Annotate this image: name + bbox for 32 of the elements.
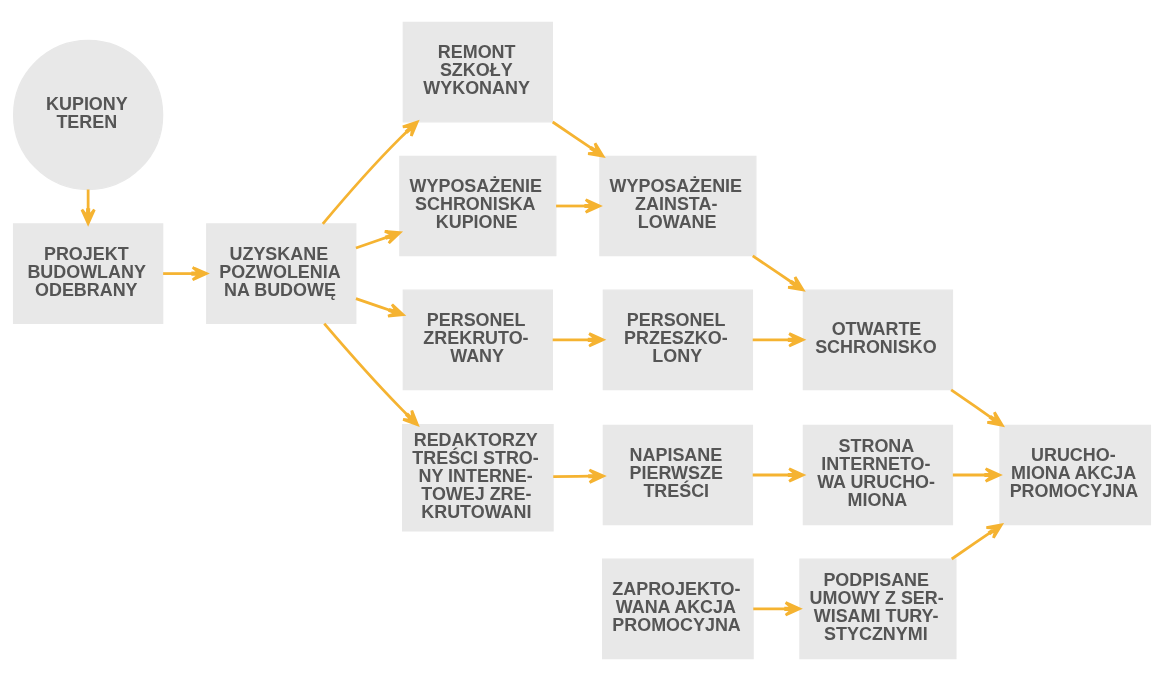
arrow [751,254,805,291]
node-box: NAPISANE PIERWSZE TREŚCI [602,424,754,525]
node-box: UZYSKANE POZWOLENIA NA BUDOWĘ [206,222,357,324]
node-box: REMONT SZKOŁY WYKONANY [402,21,554,123]
node-box: STRONA INTERNETO- WA URUCHO- MIONA [802,424,954,525]
node-box: WYPOSAŻENIE SCHRONISKA KUPIONE [399,155,557,256]
arrow [556,197,601,214]
arrow [163,265,208,281]
node-box: URUCHO- MIONA AKCJA PROMOCYJNA [999,424,1152,525]
arrow [553,468,605,484]
node-box: PODPISANE UMOWY Z SER- WISAMI TURY- STYCZNYMI [799,557,957,659]
arrow [321,120,419,225]
arrow [552,331,605,347]
node-box: ZAPROJEKTO- WANA AKCJA PROMOCYJNA [602,557,754,659]
node-box: PERSONEL ZREKRUTO- WANY [402,288,554,390]
arrow [950,523,1003,560]
node-box: WYPOSAŻENIE ZAINSTA- LOWANE [599,155,757,256]
arrow [752,331,805,347]
node-box: OTWARTE SCHRONISKO [802,288,954,390]
arrow [952,466,1001,483]
arrow [752,466,805,483]
arrow [355,229,402,249]
arrow [950,388,1004,427]
arrow [753,600,801,616]
arrow [323,322,419,426]
arrow [551,120,605,157]
node-box: PERSONEL PRZESZKO- LONY [602,288,754,390]
node-box: REDAKTORZY TREŚCI STRO- NY INTERNE- TOWEJ ZRE- KRUTOWANI [401,423,554,532]
node-box: PROJEKT BUDOWLANY ODEBRANY [12,222,164,324]
arrow [80,189,96,225]
arrow [355,296,405,318]
node-circle: KUPIONY TEREN [12,39,164,190]
